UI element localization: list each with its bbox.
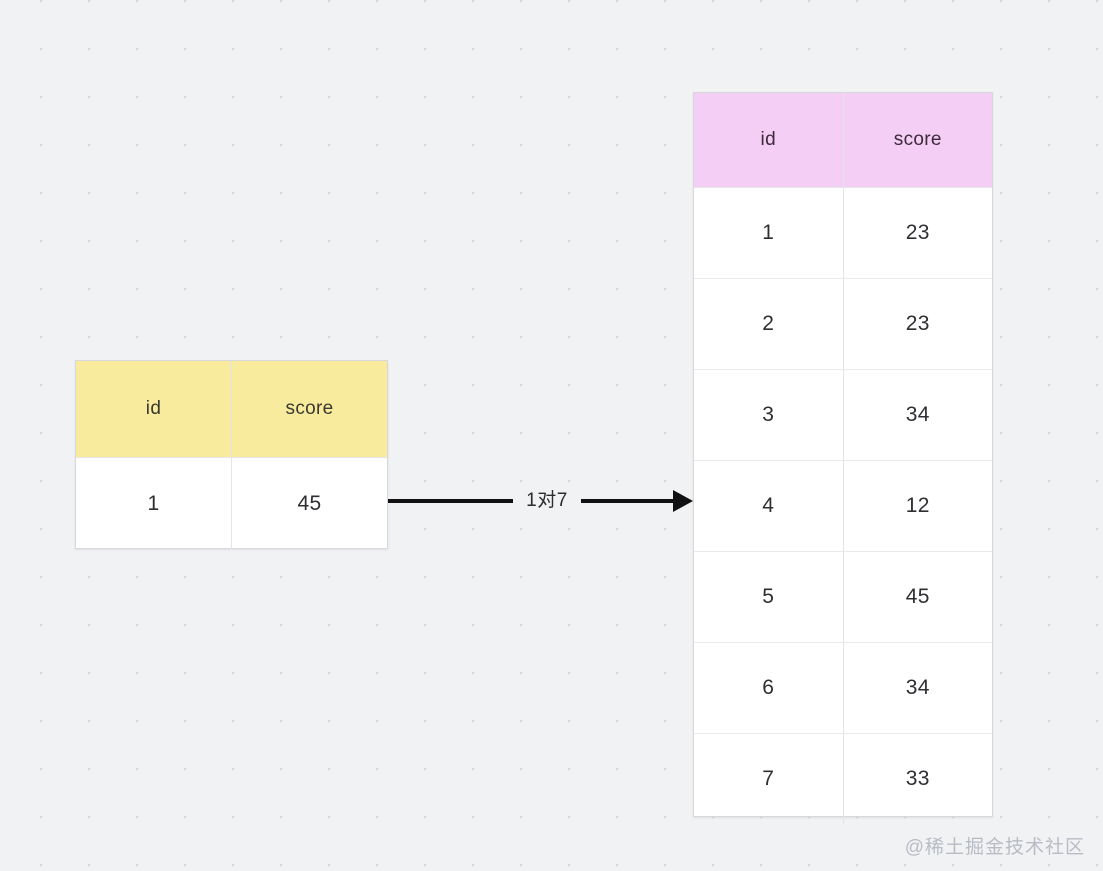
target-table[interactable]: id score 1 23 2 23 3 34 4 12 5 45 6 34 7 xyxy=(693,92,993,824)
target-cell-score: 45 xyxy=(905,585,930,608)
target-cell-id: 6 xyxy=(694,643,844,733)
target-cell-id: 4 xyxy=(694,461,844,551)
target-table-row[interactable]: 1 23 xyxy=(694,188,992,278)
target-table-row[interactable]: 5 45 xyxy=(694,551,992,642)
target-cell-score: 23 xyxy=(905,221,930,244)
target-cell-id: 7 xyxy=(694,734,844,824)
relationship-arrow[interactable]: 1对7 xyxy=(388,478,696,524)
watermark-text: @稀土掘金技术社区 xyxy=(904,837,1085,858)
target-table-row[interactable]: 6 34 xyxy=(694,642,992,733)
target-table-row[interactable]: 2 23 xyxy=(694,278,992,369)
source-cell-score: 45 xyxy=(297,491,322,515)
arrow-label: 1对7 xyxy=(526,490,568,511)
target-table-header-row: id score xyxy=(694,93,992,188)
target-header-cell-score: score xyxy=(843,93,992,187)
source-header-cell-score: score xyxy=(232,361,387,457)
target-cell-id: 3 xyxy=(694,370,844,460)
target-cell-id: 2 xyxy=(694,279,844,369)
source-table[interactable]: id score 1 45 xyxy=(75,360,388,549)
target-table-row[interactable]: 3 34 xyxy=(694,369,992,460)
source-header-cell-id: id xyxy=(76,361,232,457)
target-cell-score: 34 xyxy=(905,676,930,699)
target-header-cell-id: id xyxy=(694,93,844,187)
target-cell-score: 12 xyxy=(905,494,930,517)
target-cell-id: 1 xyxy=(694,188,844,278)
target-cell-score: 33 xyxy=(905,767,930,790)
target-table-row[interactable]: 7 33 xyxy=(694,733,992,824)
target-cell-score: 23 xyxy=(905,312,930,335)
target-cell-id: 5 xyxy=(694,552,844,642)
target-cell-score: 34 xyxy=(905,403,930,426)
arrow-line-right-segment xyxy=(581,499,675,503)
source-table-header-row: id score xyxy=(76,361,387,458)
target-table-row[interactable]: 4 12 xyxy=(694,460,992,551)
source-cell-id: 1 xyxy=(76,458,232,549)
source-table-row[interactable]: 1 45 xyxy=(76,458,387,549)
arrow-line-left-segment xyxy=(388,499,513,503)
arrow-head-icon xyxy=(673,490,693,512)
